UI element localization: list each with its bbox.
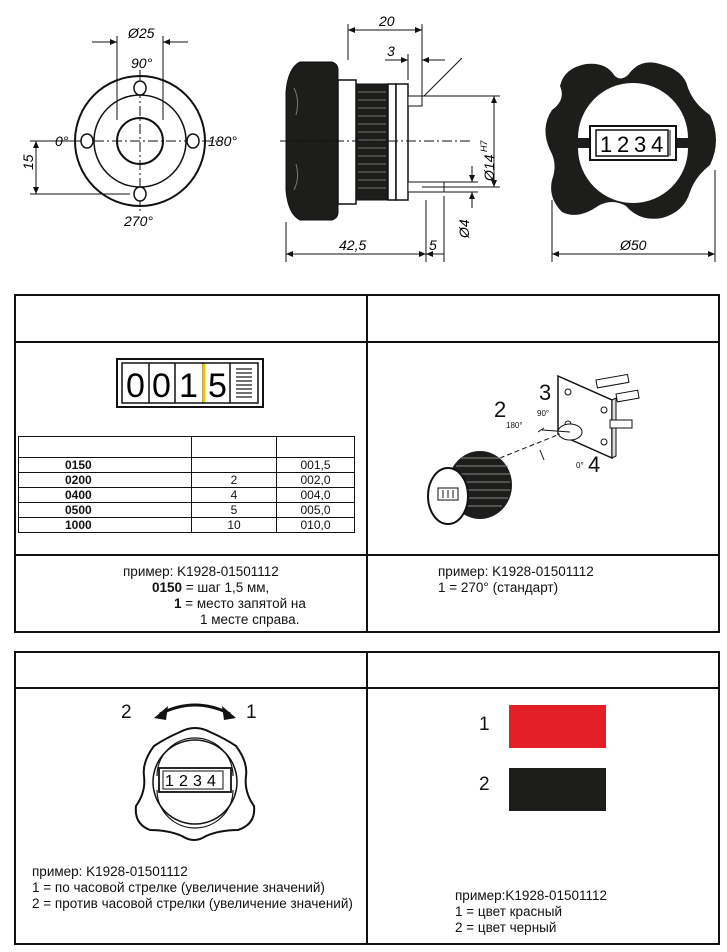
knob-digit: 1 [600, 132, 612, 157]
rotation-1-label: 1 [246, 702, 257, 723]
angle-0-label: 0° [55, 133, 69, 149]
dim-diameter-4: Ø4 [456, 219, 472, 239]
angle-90-label: 90° [131, 55, 153, 71]
dim-diameter-50: Ø50 [619, 237, 647, 253]
orientation-2-label: 2 [494, 397, 507, 422]
mounting-orientation-diagram [427, 373, 640, 525]
color-1-label: 1 [479, 714, 490, 735]
orientation-4-angle: 0° [576, 461, 584, 470]
panel-d-example-line1: пример:K1928-01501112 [455, 888, 608, 903]
color-2-label: 2 [479, 774, 490, 795]
knob-digit: 1 [165, 773, 174, 790]
panel-d-example-line3: 2 = цвет черный [455, 920, 557, 935]
knob-digit: 3 [634, 132, 646, 157]
side-view [280, 24, 500, 262]
orientation-3-label: 3 [539, 380, 552, 405]
dim-tolerance: H7 [479, 140, 489, 152]
dim-3: 3 [387, 43, 395, 59]
panel-c-example-line3: 2 = против часовой стрелки (увеличение з… [32, 896, 353, 911]
color-swatch-black [509, 768, 606, 811]
dim-42-5: 42,5 [339, 237, 366, 253]
rotation-direction-diagram: 1 2 3 4 [134, 703, 256, 841]
panel-d-example-line2: 1 = цвет красный [455, 904, 563, 919]
knob-digit: 2 [617, 132, 629, 157]
dim-15: 15 [20, 154, 36, 170]
rotation-2-label: 2 [121, 702, 132, 723]
angle-270-label: 270° [123, 213, 153, 229]
counter-display-example: 0 0 1 5 [116, 358, 264, 408]
panel-a-example-line1: пример: K1928-01501112 [123, 564, 279, 579]
panel-a-example-line4: 1 месте справа. [200, 612, 300, 627]
dim-5: 5 [429, 237, 437, 253]
panel-a-example-line3: 1 = место запятой на [174, 596, 306, 611]
dim-diameter-14: Ø14 [481, 154, 497, 182]
technical-drawing: Ø25 90° 0° 180° 270° 15 [20, 13, 716, 262]
panel-a-example-line2: 0150 = шаг 1,5 мм, [152, 580, 270, 595]
dim-20: 20 [378, 13, 395, 29]
panel-b-example-line1: пример: K1928-01501112 [438, 564, 594, 579]
counter-digit: 0 [152, 367, 171, 405]
orientation-2-angle: 180° [506, 421, 523, 430]
orientation-3-angle: 90° [537, 409, 550, 418]
counter-digit: 5 [208, 367, 227, 405]
knob-digit: 4 [207, 773, 216, 790]
knob-top-view: 1 2 3 4 [545, 62, 716, 262]
orientation-4-label: 4 [588, 452, 601, 477]
dim-diameter-25: Ø25 [127, 25, 155, 41]
knob-digit: 2 [179, 773, 188, 790]
color-swatch-red [509, 705, 606, 748]
panel-b-example-line2: 1 = 270° (стандарт) [438, 580, 559, 595]
panel-c-example-line1: пример: K1928-01501112 [32, 864, 188, 879]
counter-digit: 0 [126, 367, 145, 405]
angle-180-label: 180° [208, 133, 237, 149]
knob-digit: 3 [193, 773, 202, 790]
table-header-row [18, 436, 355, 458]
panel-c-example-line2: 1 = по часовой стрелке (увеличение значе… [32, 880, 325, 895]
front-view [30, 36, 222, 212]
knob-digit: 4 [651, 132, 663, 157]
counter-digit: 1 [179, 367, 198, 405]
